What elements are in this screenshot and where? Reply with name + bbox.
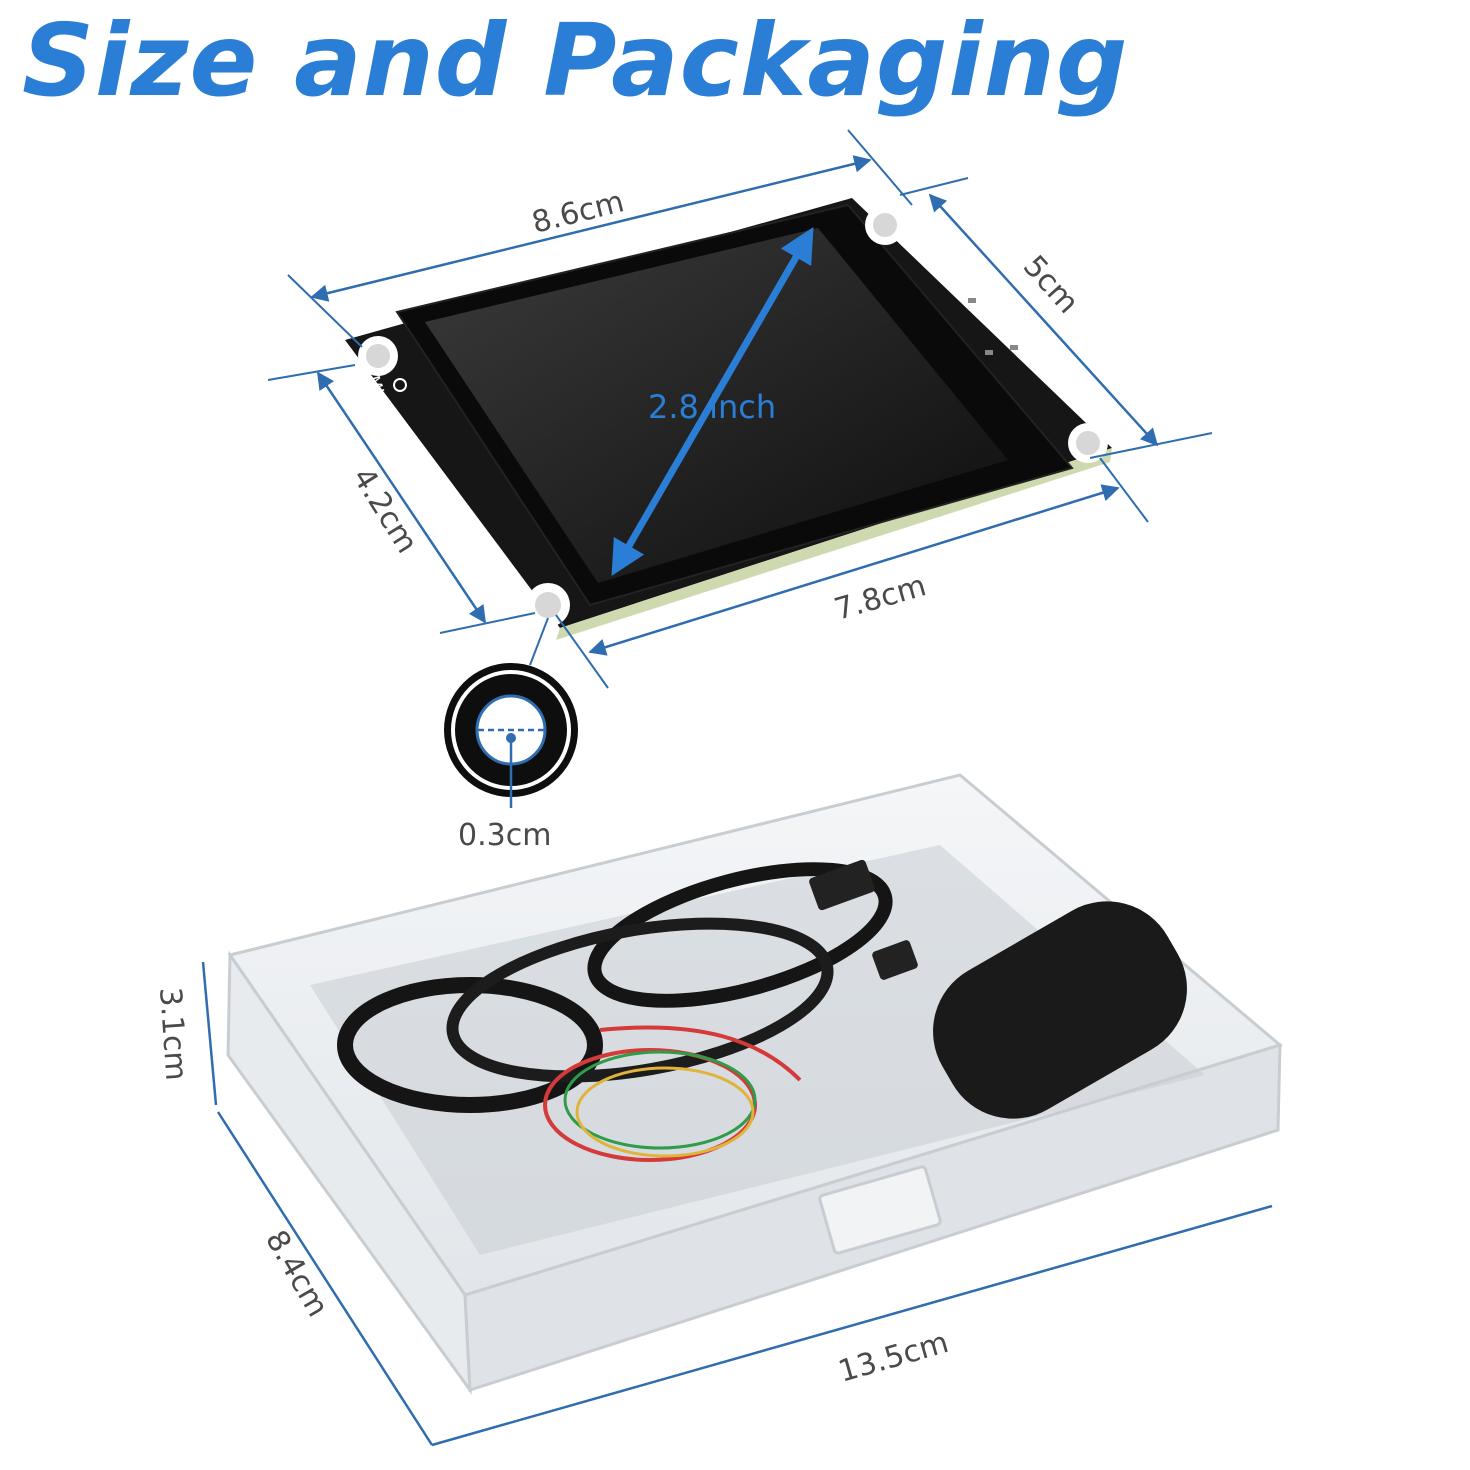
mount-hole-bottom-left [526, 583, 570, 627]
mount-hole-top-right [865, 205, 905, 245]
component [985, 350, 993, 355]
mount-hole-bottom-right [1068, 423, 1108, 463]
usb-cable [587, 862, 893, 1008]
dim-box-length-label: 13.5cm [835, 1325, 953, 1390]
dim-height-left-label: 4.2cm [345, 462, 424, 560]
dim-box-depth-label: 8.4cm [258, 1225, 335, 1323]
box-latch [818, 1165, 942, 1255]
jumper-wires [563, 1050, 757, 1150]
diagonal-label: 2.8 inch [648, 388, 776, 426]
usb-cable [337, 977, 603, 1113]
page-title: Size and Packaging [22, 2, 1129, 119]
component [1010, 345, 1018, 350]
dim-width-bottom-label: 7.8cm [831, 568, 930, 627]
mount-hole-top-left [358, 336, 398, 376]
dim-box-height-label: 3.1cm [152, 986, 193, 1082]
jumper-wires [575, 1066, 755, 1158]
dim-box-height: 3.1cm [152, 961, 218, 1106]
mount-hole-label: 0.3cm [458, 818, 551, 853]
packaging-box [226, 773, 1284, 1396]
usb-c-connector [872, 940, 918, 980]
mount-hole-detail: 0.3cm [444, 617, 578, 853]
component [968, 298, 976, 303]
dim-depth-right-label: 5cm [1016, 249, 1085, 321]
jumper-wires [599, 1025, 802, 1082]
usb-connector [809, 859, 875, 911]
speaker [933, 901, 1187, 1119]
